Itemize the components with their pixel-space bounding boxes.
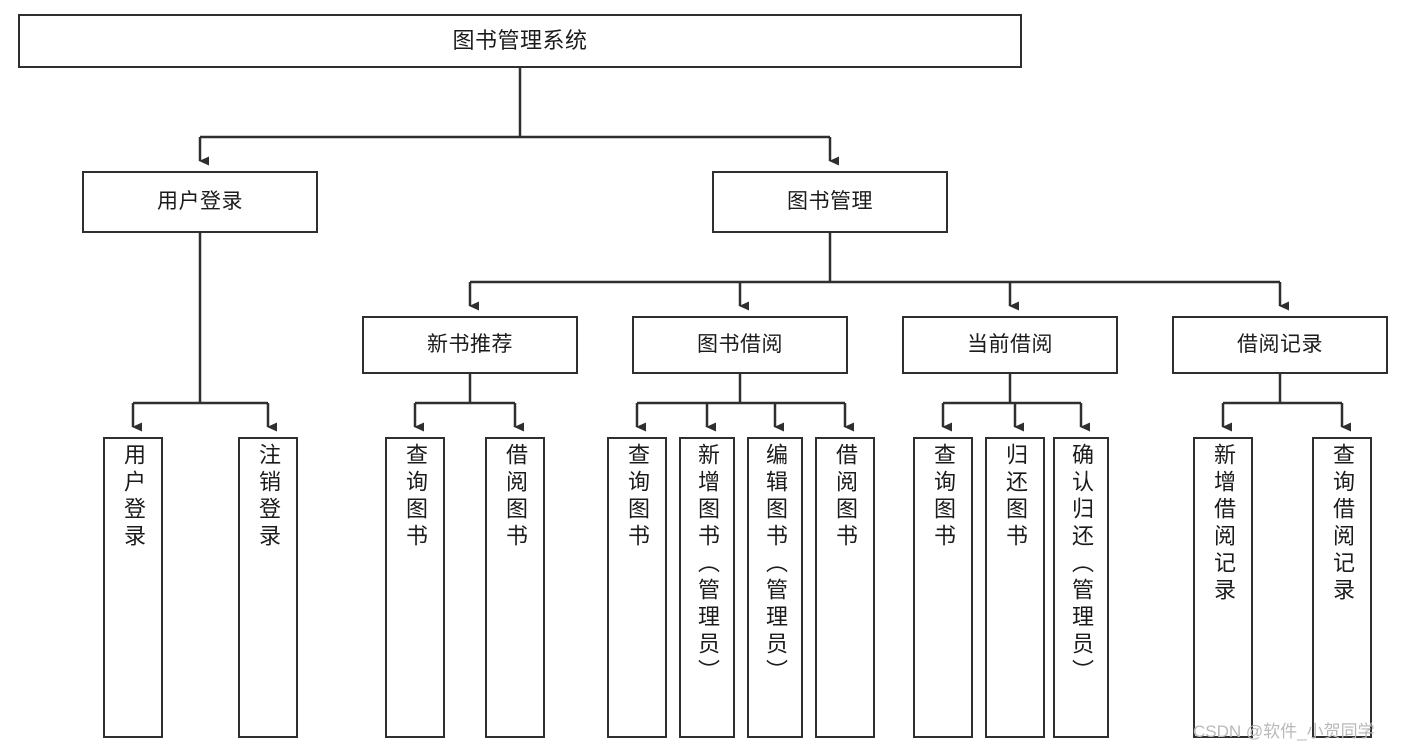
node-label: 图书借阅: [697, 333, 783, 357]
node-label: 注销登录: [256, 443, 281, 551]
node-user-login[interactable]: 用户登录: [82, 171, 318, 233]
node-book-borrow[interactable]: 图书借阅: [632, 316, 848, 374]
node-book-manage[interactable]: 图书管理: [712, 171, 948, 233]
node-label: 借阅记录: [1237, 333, 1323, 357]
node-label: 用户登录: [121, 443, 146, 551]
node-leaf-return-book[interactable]: 归还图书: [985, 437, 1045, 738]
node-leaf-borrow-book-1[interactable]: 借阅图书: [485, 437, 545, 738]
node-label: 查询借阅记录: [1330, 443, 1355, 605]
node-label: 图书管理: [787, 190, 873, 214]
node-leaf-borrow-book-2[interactable]: 借阅图书: [815, 437, 875, 738]
node-root[interactable]: 图书管理系统: [18, 14, 1022, 68]
node-label: 编辑图书（管理员）: [763, 443, 788, 686]
csdn-watermark: CSDN @软件_小贺同学: [1193, 722, 1375, 741]
node-current-borrow[interactable]: 当前借阅: [902, 316, 1118, 374]
node-leaf-query-book-2[interactable]: 查询图书: [607, 437, 667, 738]
node-borrow-record[interactable]: 借阅记录: [1172, 316, 1388, 374]
node-leaf-query-book-3[interactable]: 查询图书: [913, 437, 973, 738]
node-label: 当前借阅: [967, 333, 1053, 357]
node-leaf-query-book-1[interactable]: 查询图书: [385, 437, 445, 738]
node-leaf-edit-book-admin[interactable]: 编辑图书（管理员）: [747, 437, 803, 738]
node-label: 借阅图书: [503, 443, 528, 551]
node-new-book-recommend[interactable]: 新书推荐: [362, 316, 578, 374]
node-label: 确认归还（管理员）: [1069, 443, 1094, 686]
node-label: 图书管理系统: [452, 27, 588, 53]
node-label: 用户登录: [157, 190, 243, 214]
node-label: 查询图书: [403, 443, 428, 551]
node-label: 查询图书: [931, 443, 956, 551]
node-leaf-confirm-return-admin[interactable]: 确认归还（管理员）: [1053, 437, 1109, 738]
node-leaf-user-logout[interactable]: 注销登录: [238, 437, 298, 738]
node-leaf-user-login[interactable]: 用户登录: [103, 437, 163, 738]
node-label: 新增借阅记录: [1211, 443, 1236, 605]
node-leaf-add-book-admin[interactable]: 新增图书（管理员）: [679, 437, 735, 738]
node-label: 借阅图书: [833, 443, 858, 551]
node-leaf-add-borrow-record[interactable]: 新增借阅记录: [1193, 437, 1253, 738]
node-label: 新增图书（管理员）: [695, 443, 720, 686]
node-label: 查询图书: [625, 443, 650, 551]
node-label: 新书推荐: [427, 333, 513, 357]
node-leaf-query-borrow-record[interactable]: 查询借阅记录: [1312, 437, 1372, 738]
node-label: 归还图书: [1003, 443, 1028, 551]
